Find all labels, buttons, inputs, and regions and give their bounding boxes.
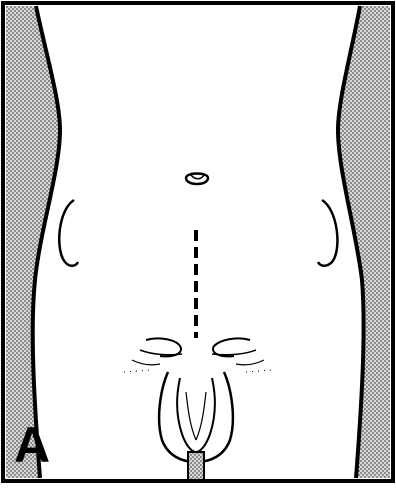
left-groin-crease — [132, 338, 182, 364]
left-iliac-crest-marking — [59, 200, 78, 266]
right-groin-dots — [246, 370, 272, 372]
panel-label: A — [14, 420, 50, 470]
right-iliac-crest-marking — [318, 200, 337, 266]
right-groin-crease — [212, 338, 264, 364]
left-groin-dots — [124, 370, 150, 372]
penis-icon — [188, 452, 204, 482]
navel-icon — [186, 174, 208, 185]
genitals-outline — [159, 372, 233, 462]
figure-frame — [3, 3, 393, 481]
